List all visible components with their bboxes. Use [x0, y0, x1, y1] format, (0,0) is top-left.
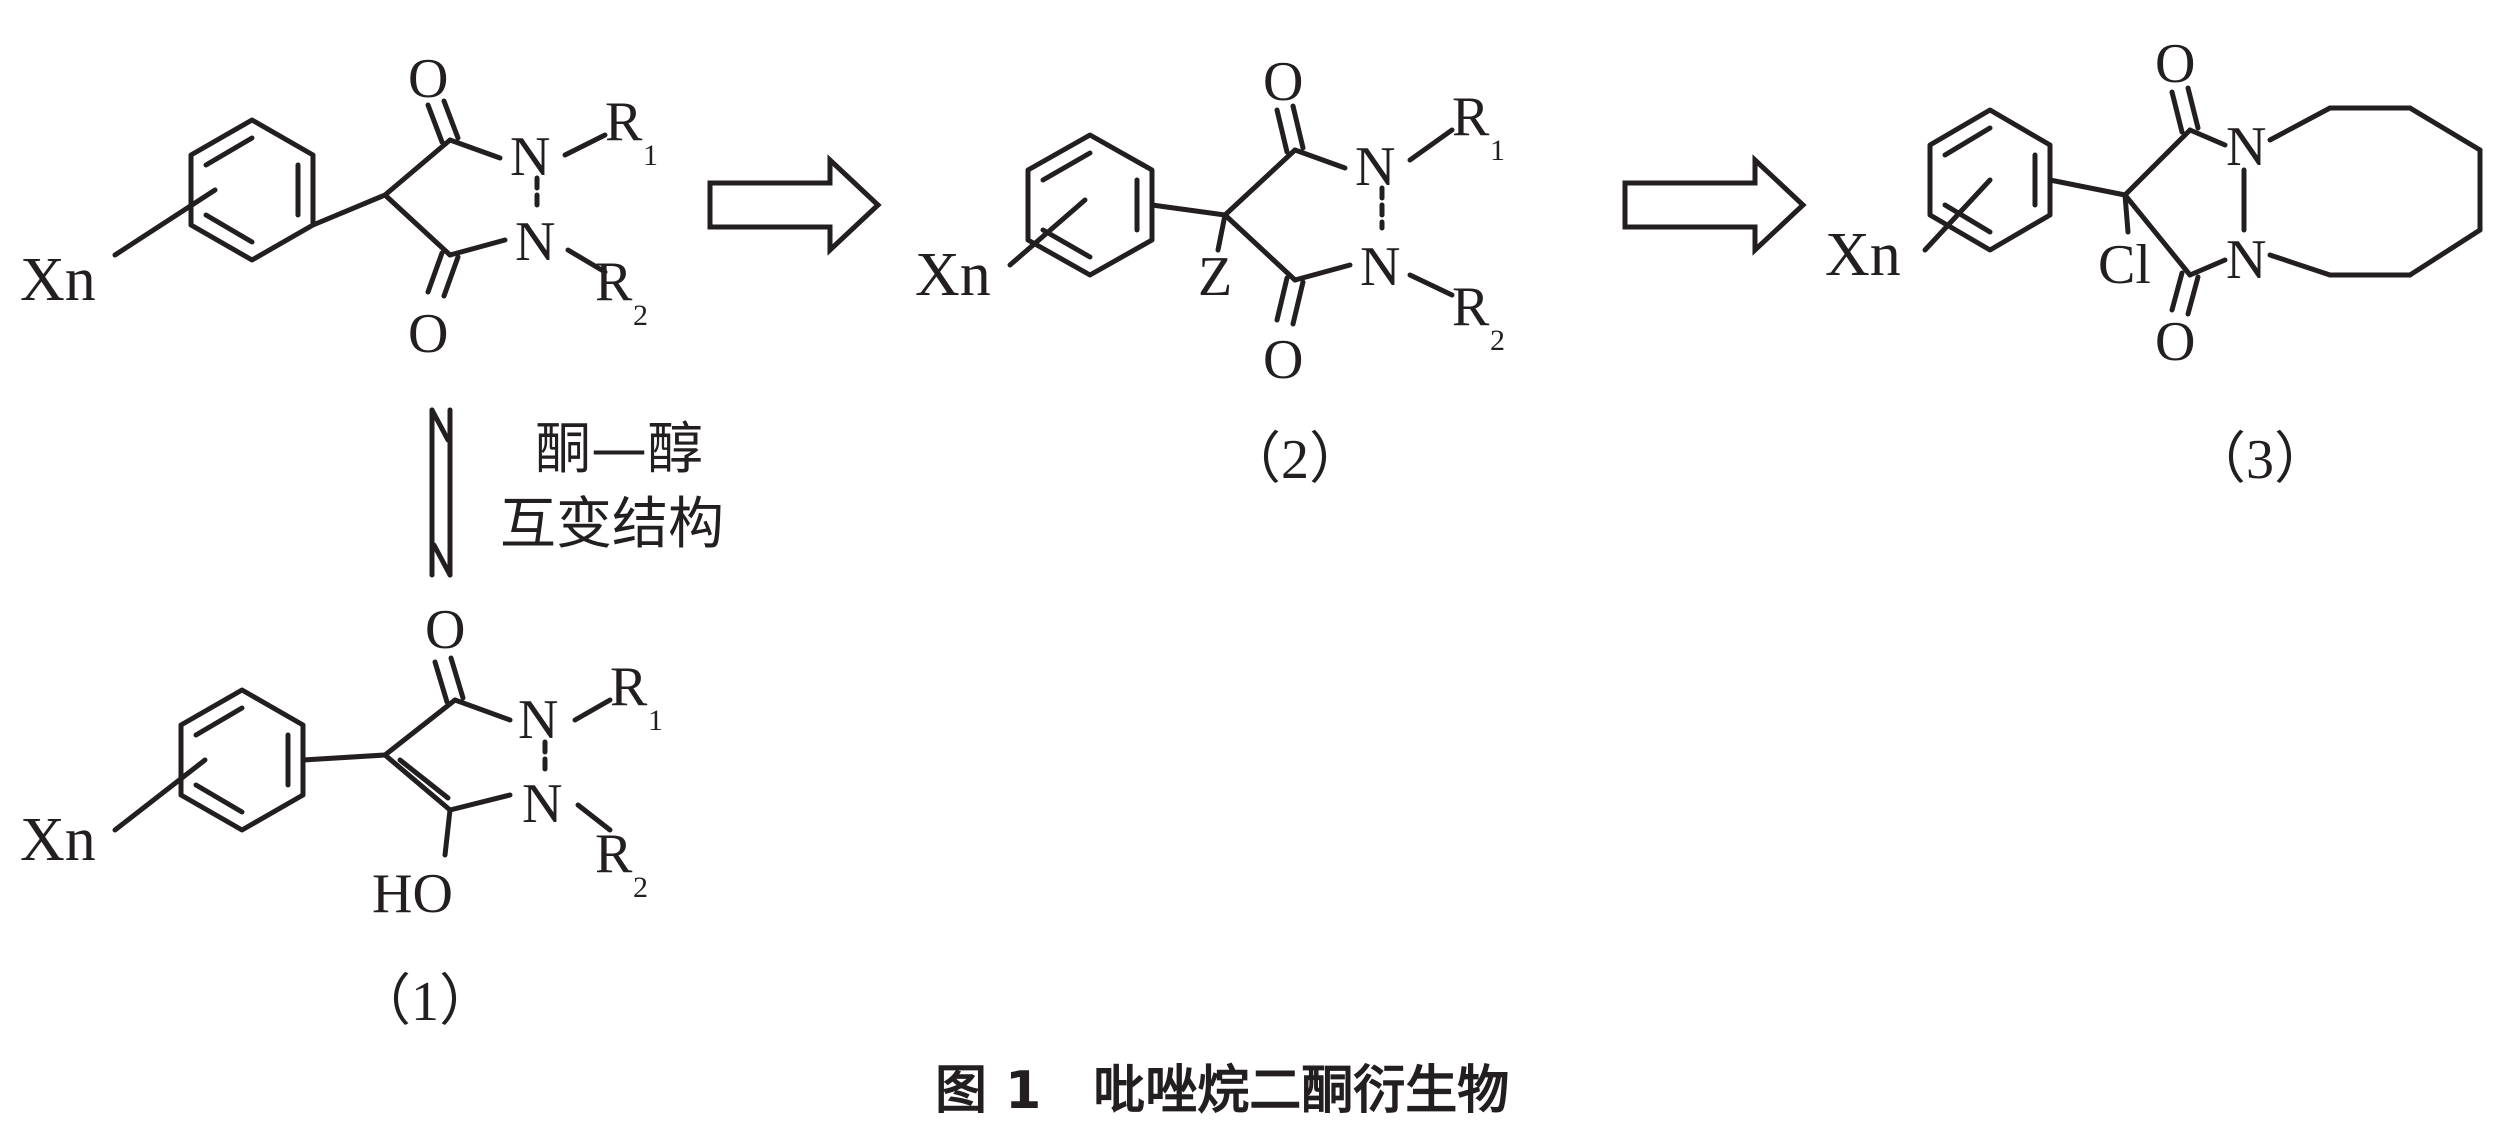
figure-caption: 图 1 吡唑烷二酮衍生物	[935, 1061, 1509, 1121]
xn-label: Xn	[20, 806, 96, 874]
compound-2-structure: Xn O O Z N N R 1 R 2	[915, 51, 1505, 391]
r1-subscript: 1	[1490, 134, 1505, 167]
r2-label: R	[595, 823, 633, 885]
r2-label: R	[595, 251, 633, 313]
r1-label: R	[605, 91, 643, 153]
r1-subscript: 1	[648, 704, 663, 737]
nitrogen-1-label: N	[510, 126, 550, 188]
oxygen-top-label: O	[2155, 33, 2195, 95]
oxygen-top-label: O	[1263, 51, 1303, 113]
compound-3-label: （3）	[2190, 429, 2330, 491]
r1-subscript: 1	[643, 139, 658, 172]
xn-label: Xn	[20, 246, 96, 314]
nitrogen-1-label: N	[518, 689, 558, 751]
r2-subscript: 2	[633, 299, 648, 332]
tautomerism-label-line1: 酮—醇	[535, 417, 703, 482]
compound-2-label: （2）	[1225, 429, 1365, 491]
equilibrium-arrow	[429, 407, 453, 578]
oxygen-top-label: O	[408, 48, 448, 110]
nitrogen-2-label: N	[522, 773, 562, 835]
nitrogen-2-label: N	[2226, 229, 2266, 291]
nitrogen-1-label: N	[1355, 136, 1395, 198]
benzene-ring	[188, 117, 316, 263]
hydroxyl-label: HO	[372, 863, 453, 925]
reaction-arrow-2	[1622, 154, 1807, 256]
z-substituent-label: Z	[1198, 246, 1232, 308]
tautomerism-label-line2: 互变结构	[500, 492, 724, 557]
xn-label: Xn	[915, 241, 991, 309]
r2-subscript: 2	[633, 871, 648, 904]
oxygen-bottom-label: O	[1263, 329, 1303, 391]
oxygen-bottom-label: O	[2155, 311, 2195, 373]
nitrogen-1-label: N	[2226, 116, 2266, 178]
compound-1-label: （1）	[355, 971, 495, 1033]
nitrogen-2-label: N	[1360, 236, 1400, 298]
nitrogen-2-label: N	[515, 211, 555, 273]
benzene-ring	[178, 687, 306, 833]
benzene-ring	[1025, 132, 1155, 278]
xn-label: Xn	[1825, 221, 1901, 289]
compound-1-keto-structure: Xn O O N N R 1 R 2	[20, 48, 658, 365]
compound-3-structure: Xn O O Cl N N	[1825, 33, 2483, 373]
oxygen-top-label: O	[425, 599, 465, 661]
r2-label: R	[1452, 276, 1490, 338]
reaction-arrow-1	[707, 154, 882, 256]
r1-label: R	[610, 656, 648, 718]
r2-subscript: 2	[1490, 324, 1505, 357]
r1-label: R	[1452, 86, 1490, 148]
compound-1-enol-structure: Xn O HO N N R 1 R 2	[20, 599, 663, 925]
chlorine-label: Cl	[2098, 234, 2151, 296]
benzene-ring	[1927, 107, 2053, 253]
oxygen-bottom-label: O	[408, 303, 448, 365]
